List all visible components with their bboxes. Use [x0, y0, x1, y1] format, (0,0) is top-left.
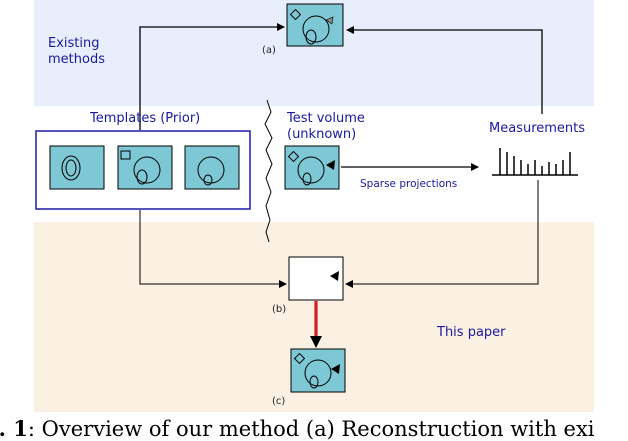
- volume-icon-c: [290, 348, 346, 393]
- tag-b: (b): [272, 304, 286, 315]
- sparse-projections-label: Sparse projections: [360, 178, 457, 190]
- existing-methods-label-1: Existing: [48, 36, 100, 51]
- tag-c: (c): [272, 396, 285, 407]
- this-paper-label: This paper: [436, 325, 506, 340]
- red-arrow-head: [310, 336, 322, 348]
- test-volume-label-1: Test volume: [286, 111, 365, 126]
- figure-caption: g. 1: Overview of our method (a) Reconst…: [0, 416, 595, 441]
- prior-to-b-arrow: [139, 210, 287, 288]
- bar-projection-icon: [492, 148, 578, 176]
- caption-text: : Overview of our method (a) Reconstruct…: [27, 417, 595, 441]
- measurements-label: Measurements: [489, 121, 585, 136]
- template-2-icon: [117, 145, 173, 190]
- template-1-icon: [49, 145, 105, 190]
- caption-figure-number: g. 1: [0, 416, 28, 441]
- templates-label: Templates (Prior): [89, 111, 200, 126]
- reconstruction-box-b: [288, 256, 344, 301]
- prior-to-a-arrow: [139, 23, 285, 130]
- measurements-to-b-arrow: [345, 180, 539, 288]
- existing-methods-label-2: methods: [48, 52, 105, 67]
- volume-icon-a: [286, 3, 344, 47]
- tag-a: (a): [262, 45, 276, 56]
- measurements-to-a-arrow: [346, 26, 543, 114]
- template-3-icon: [184, 145, 240, 190]
- test-volume-icon: [284, 145, 340, 190]
- test-volume-label-2: (unknown): [287, 127, 356, 142]
- divider-zigzag: [264, 99, 273, 243]
